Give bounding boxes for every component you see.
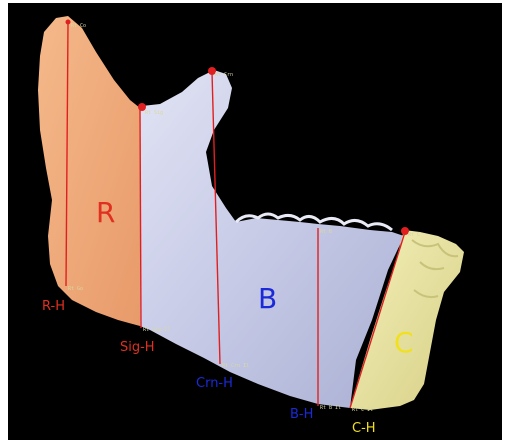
- chin-region-letter: C: [394, 326, 414, 359]
- sigmoid-height-line: [140, 108, 141, 328]
- chin-height-label: C-H: [352, 421, 376, 436]
- body-top-label: Rt B: [320, 229, 332, 235]
- condylion-landmark: [66, 20, 71, 25]
- chin-low-label: Rt C Il: [352, 407, 373, 413]
- body-region-letter: B: [258, 282, 277, 315]
- ramus-low-label: Rt Go: [68, 286, 83, 292]
- crown-height-label: Crn-H: [196, 376, 233, 391]
- mandible-body-region: [130, 70, 404, 408]
- condylion-label: Rt Co: [71, 23, 86, 29]
- ramus-region-letter: R: [96, 196, 115, 229]
- ramus-height-label: R-H: [42, 299, 65, 314]
- body-height-label: B-H: [290, 407, 313, 422]
- sigmoid-label: Rt Sig: [145, 110, 163, 116]
- crn-low-label: Rt Crn Il: [222, 363, 249, 369]
- coronion-label: Rt Crn: [215, 72, 233, 78]
- sigmoid-height-label: Sig-H: [120, 340, 155, 355]
- sig-low-label: Rt Sig Il: [143, 327, 170, 333]
- body-low-label: Rt B Il: [320, 405, 341, 411]
- ramus-region: [38, 16, 140, 326]
- chin-top-label: Rt C: [408, 232, 420, 238]
